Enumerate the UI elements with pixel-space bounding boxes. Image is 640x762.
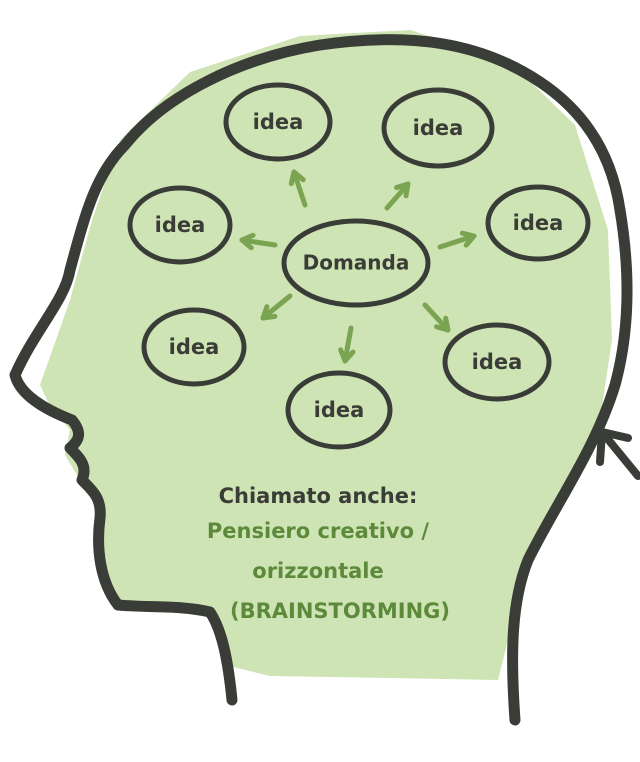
idea-node: idea [127,185,233,265]
connector-arrows [239,169,477,364]
head-fill [40,30,612,680]
idea-label: idea [169,335,220,359]
idea-label: idea [155,213,206,237]
idea-node: idea [381,87,495,169]
idea-node: idea [141,307,247,387]
center-label: Domanda [303,251,410,275]
arrow-icon [239,232,278,251]
caption: Chiamato anche: Pensiero creativo / oriz… [207,484,450,623]
idea-node: idea [285,370,393,450]
caption-line-1: Pensiero creativo / [207,519,430,543]
idea-label: idea [253,110,304,134]
arrow-icon [338,325,356,364]
center-node: Domanda [281,218,431,308]
idea-label: idea [472,350,523,374]
idea-node: idea [485,184,591,262]
caption-line-3: (BRAINSTORMING) [230,599,450,623]
arrow-icon [437,230,477,250]
idea-node: idea [442,322,552,402]
arrow-icon [422,302,451,333]
idea-nodes: idea idea idea idea idea idea idea [127,82,591,450]
caption-line-2: orizzontale [252,559,383,583]
head-outline-face [9,34,626,706]
side-arrow-icon [596,428,640,480]
head-outline-back [507,204,633,726]
idea-label: idea [413,116,464,140]
idea-label: idea [314,398,365,422]
idea-label: idea [513,211,564,235]
arrow-icon [260,293,293,321]
idea-node: idea [223,82,333,162]
caption-heading: Chiamato anche: [219,484,418,508]
arrow-icon [384,181,411,211]
arrow-icon [288,169,308,208]
